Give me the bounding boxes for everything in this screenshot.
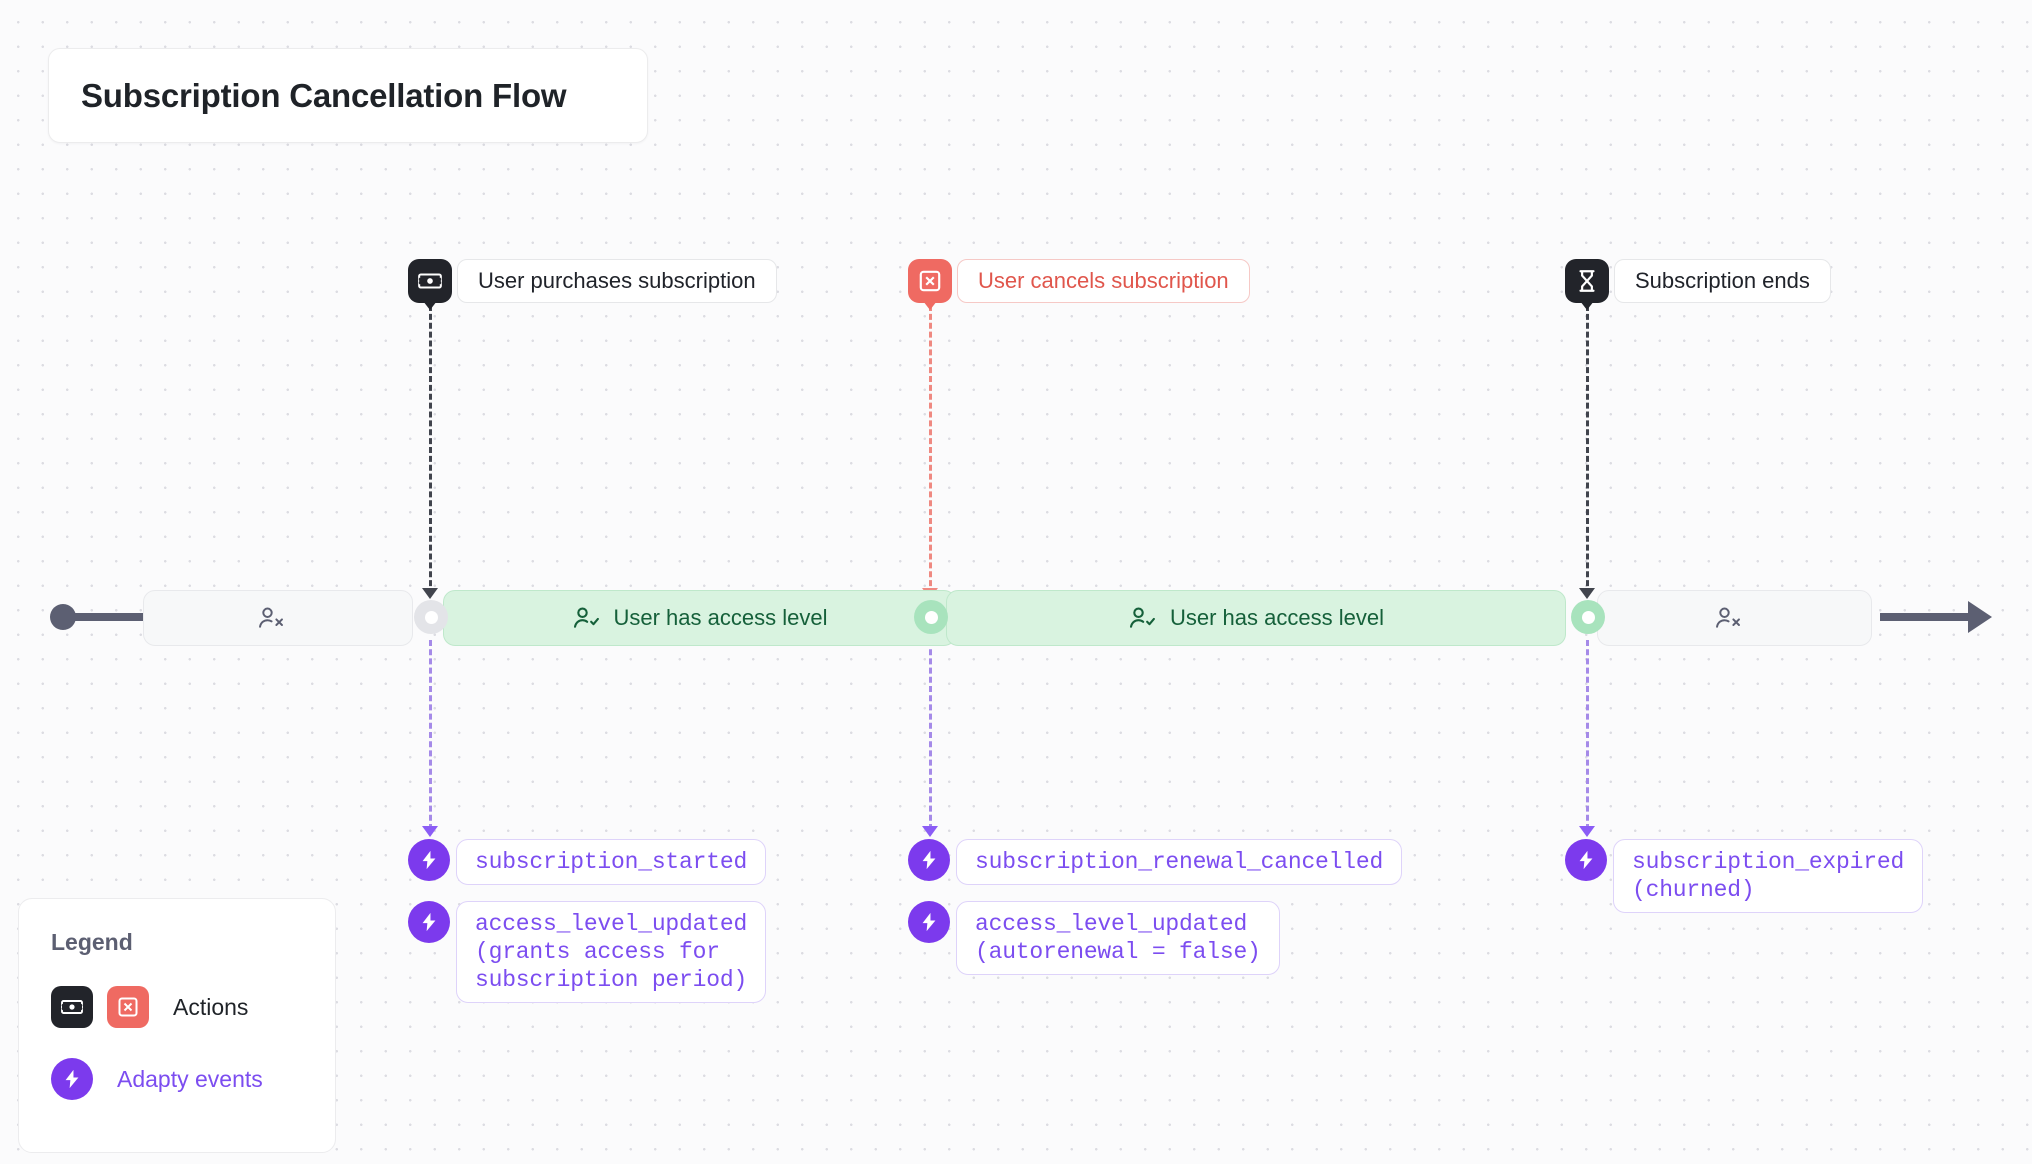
timeline-end-line [1880, 613, 1980, 621]
timeline-junction-ends[interactable] [1571, 600, 1605, 634]
connector-ends-upper [1586, 305, 1589, 595]
event-badge-subscription-renewal-cancelled[interactable]: subscription_renewal_cancelled [908, 839, 1403, 886]
x-square-icon [107, 986, 149, 1028]
bolt-icon [1565, 839, 1607, 881]
legend-panel: Legend Actions Adapty events [18, 898, 336, 1153]
legend-label-actions: Actions [173, 993, 249, 1020]
connector-purchase-lower [429, 640, 432, 830]
page-title: Subscription Cancellation Flow [81, 76, 567, 114]
event-badge-subscription-started[interactable]: subscription_started [408, 839, 767, 886]
timeline-segment-no-access-after[interactable] [1597, 590, 1872, 646]
x-square-icon [908, 259, 952, 303]
connector-purchase-upper-arrow [422, 588, 438, 599]
connector-cancel-lower-arrow [922, 826, 938, 837]
action-node-ends[interactable]: Subscription ends [1565, 259, 1831, 303]
bolt-icon [408, 901, 450, 943]
timeline-segment-access-2[interactable]: User has access level [946, 590, 1566, 646]
event-badge-access-level-updated-autorenewal[interactable]: access_level_updated (autorenewal = fals… [908, 901, 1280, 976]
event-label-subscription-started: subscription_started [456, 839, 767, 886]
event-label-access-level-updated-autorenewal: access_level_updated (autorenewal = fals… [956, 901, 1280, 976]
user-x-icon [257, 604, 285, 632]
connector-cancel-upper [929, 305, 932, 595]
user-check-icon [572, 604, 600, 632]
user-check-icon [1128, 604, 1156, 632]
bolt-icon [51, 1058, 93, 1100]
action-label-purchase: User purchases subscription [457, 259, 777, 303]
event-label-subscription-expired: subscription_expired (churned) [1613, 839, 1924, 914]
user-x-icon [1714, 604, 1742, 632]
banknote-icon [51, 986, 93, 1028]
connector-ends-lower [1586, 640, 1589, 830]
timeline-junction-cancel[interactable] [914, 600, 948, 634]
action-node-cancel[interactable]: User cancels subscription [908, 259, 1250, 303]
event-label-subscription-renewal-cancelled: subscription_renewal_cancelled [956, 839, 1403, 886]
legend-row-actions: Actions [51, 986, 335, 1028]
event-badge-access-level-updated-grants[interactable]: access_level_updated (grants access for … [408, 901, 767, 1004]
legend-label-adapty-events: Adapty events [117, 1065, 263, 1092]
timeline-junction-purchase[interactable] [414, 600, 448, 634]
action-label-cancel: User cancels subscription [957, 259, 1250, 303]
bolt-icon [908, 901, 950, 943]
action-node-purchase[interactable]: User purchases subscription [408, 259, 777, 303]
timeline-segment-no-access-before[interactable] [143, 590, 413, 646]
page-title-card: Subscription Cancellation Flow [48, 48, 648, 143]
bolt-icon [408, 839, 450, 881]
connector-cancel-lower [929, 640, 932, 830]
event-label-access-level-updated-grants: access_level_updated (grants access for … [456, 901, 767, 1004]
hourglass-icon [1565, 259, 1609, 303]
banknote-icon [408, 259, 452, 303]
timeline-segment-label-3: User has access level [1170, 605, 1384, 630]
timeline-segment-label-2: User has access level [613, 605, 828, 630]
timeline-start-line [70, 613, 148, 621]
event-badge-subscription-expired[interactable]: subscription_expired (churned) [1565, 839, 1924, 914]
timeline-segment-access-1[interactable]: User has access level [443, 590, 956, 646]
connector-purchase-upper [429, 305, 432, 595]
legend-row-adapty-events: Adapty events [51, 1058, 335, 1100]
connector-purchase-lower-arrow [422, 826, 438, 837]
connector-ends-upper-arrow [1579, 588, 1595, 599]
action-label-ends: Subscription ends [1614, 259, 1831, 303]
bolt-icon [908, 839, 950, 881]
connector-ends-lower-arrow [1579, 826, 1595, 837]
timeline-end-arrow [1968, 601, 1992, 633]
legend-title: Legend [51, 929, 133, 955]
